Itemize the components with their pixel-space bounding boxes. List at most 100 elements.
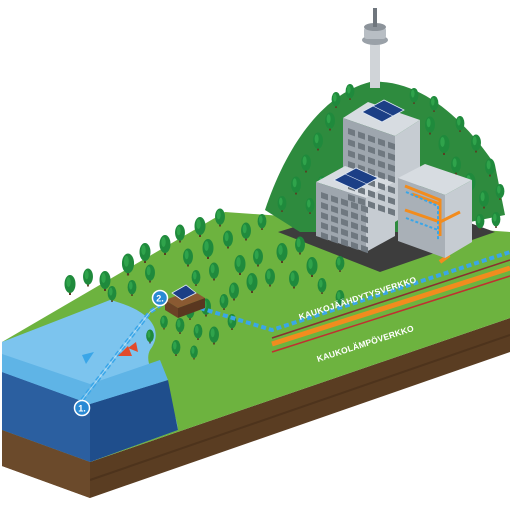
window — [331, 215, 338, 224]
window — [321, 202, 328, 211]
window — [348, 139, 355, 148]
tree-icon — [276, 243, 288, 263]
window — [388, 163, 395, 172]
tree-icon — [219, 294, 229, 310]
tree-icon — [145, 264, 155, 283]
tree-icon — [277, 196, 287, 212]
tree-icon — [139, 243, 151, 263]
tree-icon — [451, 156, 461, 175]
tree-icon — [265, 268, 275, 287]
tree-icon — [325, 112, 335, 131]
tree-icon — [246, 273, 258, 293]
marker-label: 2. — [156, 294, 164, 304]
window — [358, 186, 365, 195]
tree-icon — [295, 236, 305, 255]
tree-icon — [83, 268, 93, 287]
solar-panel-icon — [171, 284, 197, 301]
tree-icon — [209, 326, 219, 345]
window — [348, 128, 355, 137]
tree-icon — [160, 315, 168, 330]
tree-icon — [190, 345, 198, 360]
tree-icon — [313, 132, 323, 151]
window — [368, 200, 375, 210]
tree-icon — [425, 116, 435, 135]
tree-icon — [241, 222, 251, 241]
window — [341, 228, 348, 237]
tree-icon — [146, 329, 154, 344]
window — [321, 192, 328, 201]
tree-icon — [429, 96, 439, 112]
window — [368, 156, 375, 166]
tree-icon — [301, 154, 311, 173]
heat-pump-plant-icon — [165, 290, 205, 318]
window — [368, 189, 375, 199]
tree-icon — [305, 198, 315, 214]
tree-icon — [202, 239, 214, 259]
window — [321, 212, 328, 221]
tree-icon — [317, 278, 327, 294]
window — [331, 235, 338, 244]
tree-icon — [479, 190, 489, 209]
window — [321, 222, 328, 231]
tree-icon — [194, 217, 206, 237]
window — [388, 185, 395, 194]
solar-panel-icon — [333, 167, 379, 191]
tree-icon — [107, 286, 117, 302]
tree-icon — [127, 280, 137, 296]
window — [361, 244, 368, 254]
tree-icon — [335, 256, 345, 272]
tree-icon — [171, 340, 181, 356]
window — [378, 182, 385, 191]
tree-icon — [159, 235, 171, 255]
window — [378, 204, 385, 213]
tree-icon — [438, 135, 450, 155]
tree-icon — [191, 270, 201, 286]
window — [378, 138, 385, 147]
tree-icon — [485, 158, 495, 177]
tree-icon — [175, 318, 185, 334]
window — [351, 231, 358, 240]
window — [368, 134, 375, 144]
window — [341, 208, 348, 217]
tree-icon — [253, 248, 263, 267]
window — [331, 205, 338, 214]
tree-icon — [306, 257, 318, 277]
marker-lake-intake: 1. — [73, 399, 91, 417]
window — [368, 145, 375, 155]
window — [351, 241, 358, 250]
lake-depth-left — [2, 372, 90, 462]
window — [378, 171, 385, 180]
tree-icon — [455, 116, 465, 132]
building-windows — [321, 128, 395, 254]
window — [331, 225, 338, 234]
tree-icon — [183, 248, 193, 267]
tree-icon — [234, 255, 246, 275]
lake-soil-left — [2, 430, 90, 498]
lake-mid-layer — [2, 354, 168, 404]
window — [361, 224, 368, 234]
tree-icon — [99, 271, 111, 291]
tree-icon — [229, 282, 239, 301]
window — [358, 197, 365, 206]
window — [378, 160, 385, 169]
cooling-pipe — [199, 250, 510, 333]
tree-icon — [257, 214, 267, 230]
pipe-network — [80, 231, 510, 402]
marker-pump-station: 2. — [151, 289, 169, 307]
window — [341, 238, 348, 247]
tree-icon — [335, 290, 345, 306]
window — [348, 161, 355, 170]
heating-pipe — [271, 265, 510, 347]
flow-direction-arrow-icon — [128, 342, 138, 352]
window — [358, 131, 365, 140]
tree-icon — [215, 208, 225, 227]
tree-icon — [495, 184, 505, 200]
tree-group — [64, 84, 505, 360]
cooling-pipe-return — [271, 259, 510, 339]
solar-panel-icon — [361, 99, 405, 123]
window — [351, 201, 358, 210]
tree-icon — [289, 270, 299, 289]
flow-direction-arrow-icon — [118, 346, 132, 356]
tree-icon — [331, 92, 341, 108]
marker-label: 1. — [78, 404, 86, 414]
